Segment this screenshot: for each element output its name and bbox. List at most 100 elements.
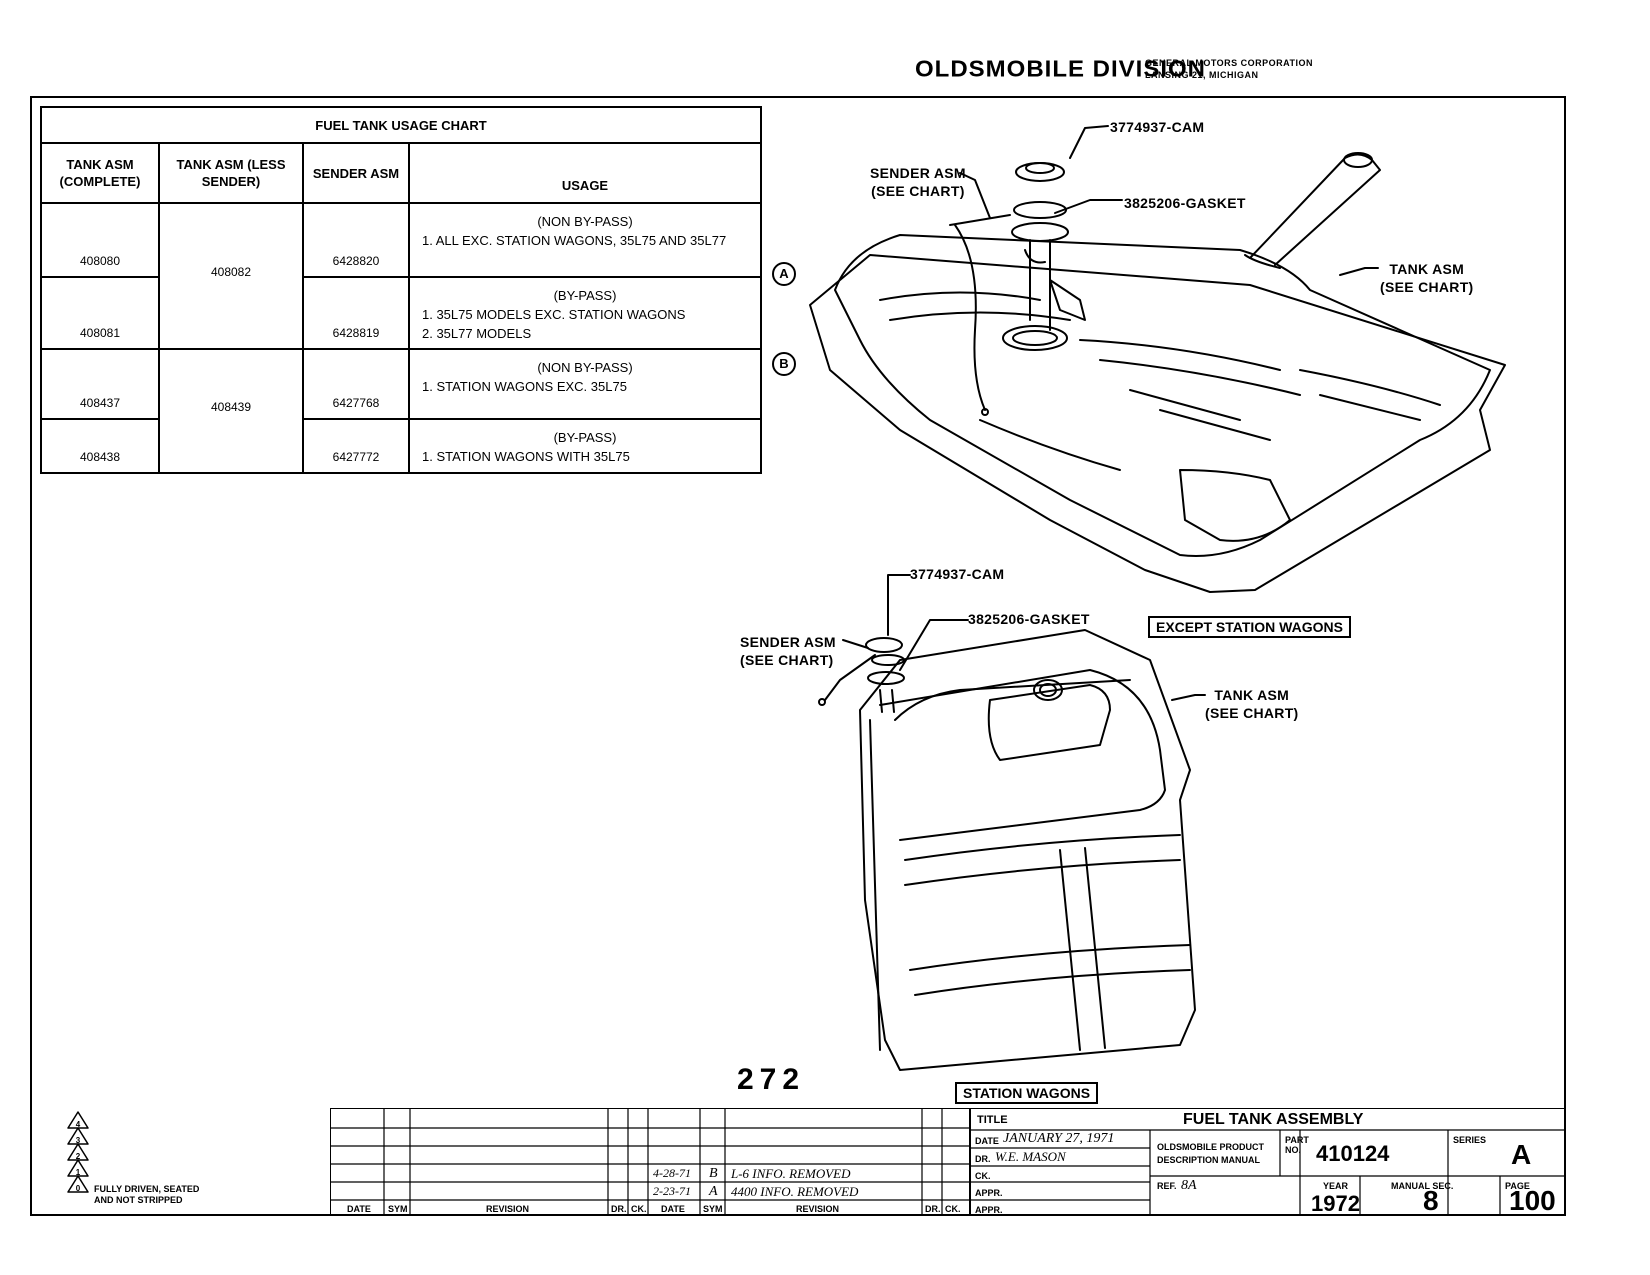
note-triangles xyxy=(67,1111,89,1193)
rev-entry-text: 4400 INFO. REMOVED xyxy=(731,1184,859,1199)
corporation-address: GENERAL MOTORS CORPORATION LANSING 21, M… xyxy=(1145,57,1313,81)
drawn-by: W.E. MASON xyxy=(995,1149,1066,1164)
handwritten-page-number: 272 xyxy=(737,1063,806,1096)
usage-line: 1. STATION WAGONS EXC. 35L75 xyxy=(422,379,627,394)
page-value: 100 xyxy=(1509,1185,1556,1216)
col-header-less-sender: TANK ASM (LESS SENDER) xyxy=(158,142,304,204)
bottom-sender-callout: SENDER ASM (SEE CHART) xyxy=(740,633,836,669)
tank-less-sender-cell: 408082 xyxy=(158,202,304,350)
fully-driven-note: FULLY DRIVEN, SEATED AND NOT STRIPPED xyxy=(94,1184,199,1206)
rev-entry-sym: A xyxy=(709,1184,718,1199)
bottom-tank-callout: TANK ASM (SEE CHART) xyxy=(1205,686,1299,722)
corp-line-2: LANSING 21, MICHIGAN xyxy=(1145,70,1259,80)
manual-sec-value: 8 xyxy=(1423,1185,1439,1216)
table-row: 408437 408439 6427768 (NON BY-PASS) 1. S… xyxy=(40,348,762,474)
series-value: A xyxy=(1511,1139,1532,1170)
triangle-4: 4 xyxy=(75,1120,81,1129)
rev-hdr-date: DATE xyxy=(661,1204,685,1214)
table-row: 408438 6427772 (BY-PASS) 1. STATION WAGO… xyxy=(40,418,762,474)
usage-cell: (NON BY-PASS) 1. STATION WAGONS EXC. 35L… xyxy=(408,348,762,420)
drawn-by-label: DR. xyxy=(975,1154,991,1164)
table-row: 408081 6428819 (BY-PASS) 1. 35L75 MODELS… xyxy=(40,276,762,350)
rev-entry-text: L-6 INFO. REMOVED xyxy=(731,1166,851,1181)
top-gasket-callout: 3825206-GASKET xyxy=(1124,195,1246,211)
usage-cell: (BY-PASS) 1. 35L75 MODELS EXC. STATION W… xyxy=(408,276,762,350)
usage-cell: (BY-PASS) 1. STATION WAGONS WITH 35L75 xyxy=(408,418,762,474)
series-label: SERIES xyxy=(1453,1135,1487,1145)
usage-line: 1. STATION WAGONS WITH 35L75 xyxy=(422,449,630,464)
usage-cell: (NON BY-PASS) 1. ALL EXC. STATION WAGONS… xyxy=(408,202,762,278)
tank-complete-cell: 408437 xyxy=(40,348,160,420)
top-tank-callout: TANK ASM (SEE CHART) xyxy=(1380,260,1474,296)
usage-line: 1. 35L75 MODELS EXC. STATION WAGONS xyxy=(422,307,686,322)
rev-hdr-ck-left: CK. xyxy=(631,1204,647,1214)
col-header-sender: SENDER ASM xyxy=(302,142,410,204)
rev-entry-date: 4-28-71 xyxy=(653,1166,691,1180)
note-triangle-numbers: 4 3 2 1 0 xyxy=(74,1117,82,1197)
part-number: 410124 xyxy=(1316,1141,1390,1166)
rev-hdr-revision: REVISION xyxy=(796,1204,840,1214)
triangle-1: 1 xyxy=(75,1168,81,1177)
tank-complete-cell: 408080 xyxy=(40,202,160,278)
triangle-3: 3 xyxy=(75,1136,81,1145)
year-label: YEAR xyxy=(1323,1181,1349,1191)
top-tank-line2: (SEE CHART) xyxy=(1380,279,1474,295)
rev-hdr-ck: CK. xyxy=(945,1204,961,1214)
sender-cell: 6427772 xyxy=(302,418,410,474)
bottom-tank-line2: (SEE CHART) xyxy=(1205,705,1299,721)
drawing-date: JANUARY 27, 1971 xyxy=(1003,1131,1115,1146)
product-manual-label: OLDSMOBILE PRODUCT DESCRIPTION MANUAL xyxy=(1157,1141,1264,1167)
manual-sec-label: MANUAL SEC. xyxy=(1391,1181,1454,1191)
top-sender-callout: SENDER ASM (SEE CHART) xyxy=(870,164,966,200)
table-row: 408080 408082 6428820 (NON BY-PASS) 1. A… xyxy=(40,202,762,350)
marker-b: B xyxy=(772,352,796,376)
triangle-2: 2 xyxy=(75,1152,81,1161)
rev-hdr-dr-left: DR. xyxy=(611,1204,627,1214)
except-station-wagons-caption: EXCEPT STATION WAGONS xyxy=(1148,616,1351,638)
date-label: DATE xyxy=(975,1136,999,1146)
corp-line-1: GENERAL MOTORS CORPORATION xyxy=(1145,58,1314,68)
col-header-complete: TANK ASM (COMPLETE) xyxy=(40,142,160,204)
top-cam-callout: 3774937-CAM xyxy=(1110,119,1205,135)
tank-complete-cell: 408438 xyxy=(40,418,160,474)
bottom-tank-drawing xyxy=(818,574,1206,1071)
title-block: TITLE FUEL TANK ASSEMBLY DATE JANUARY 27… xyxy=(970,1108,1566,1216)
rev-hdr-dr: DR. xyxy=(925,1204,941,1214)
product-line2: DESCRIPTION MANUAL xyxy=(1157,1155,1260,1165)
year-value: 1972 xyxy=(1311,1191,1360,1216)
bottom-sender-line1: SENDER ASM xyxy=(740,634,836,650)
product-line1: OLDSMOBILE PRODUCT xyxy=(1157,1142,1264,1152)
approved-label: APPR. xyxy=(975,1188,1003,1198)
usage-head: (BY-PASS) xyxy=(553,430,617,445)
ref-value: 8A xyxy=(1181,1178,1197,1193)
usage-head: (NON BY-PASS) xyxy=(537,214,633,229)
rev-hdr-sym: SYM xyxy=(703,1204,723,1214)
tank-complete-cell: 408081 xyxy=(40,276,160,350)
top-sender-line2: (SEE CHART) xyxy=(871,183,965,199)
station-wagons-caption: STATION WAGONS xyxy=(955,1082,1099,1104)
rev-hdr-revision-left: REVISION xyxy=(486,1204,530,1214)
bottom-cam-callout: 3774937-CAM xyxy=(910,566,1005,582)
revision-grid xyxy=(330,1108,970,1216)
drawing-title: FUEL TANK ASSEMBLY xyxy=(1183,1111,1364,1128)
rev-hdr-date-left: DATE xyxy=(347,1204,371,1214)
bottom-sender-line2: (SEE CHART) xyxy=(740,652,834,668)
page-label: PAGE xyxy=(1505,1181,1530,1191)
fuel-tank-usage-chart: FUEL TANK USAGE CHART TANK ASM (COMPLETE… xyxy=(40,106,762,474)
usage-head: (BY-PASS) xyxy=(553,288,617,303)
usage-head: (NON BY-PASS) xyxy=(537,360,633,375)
sender-cell: 6428819 xyxy=(302,276,410,350)
division-header: OLDSMOBILE DIVISION xyxy=(915,56,1207,83)
tank-less-sender-cell: 408439 xyxy=(158,348,304,474)
usage-line: 1. ALL EXC. STATION WAGONS, 35L75 AND 35… xyxy=(422,233,727,248)
checked-by-label: CK. xyxy=(975,1171,991,1181)
top-sender-line1: SENDER ASM xyxy=(870,165,966,181)
sender-cell: 6427768 xyxy=(302,348,410,420)
title-label: TITLE xyxy=(977,1114,1008,1126)
triangle-0: 0 xyxy=(75,1184,81,1193)
marker-a: A xyxy=(772,262,796,286)
title-block-grid xyxy=(970,1129,1566,1216)
bottom-gasket-callout: 3825206-GASKET xyxy=(968,611,1090,627)
sender-cell: 6428820 xyxy=(302,202,410,278)
